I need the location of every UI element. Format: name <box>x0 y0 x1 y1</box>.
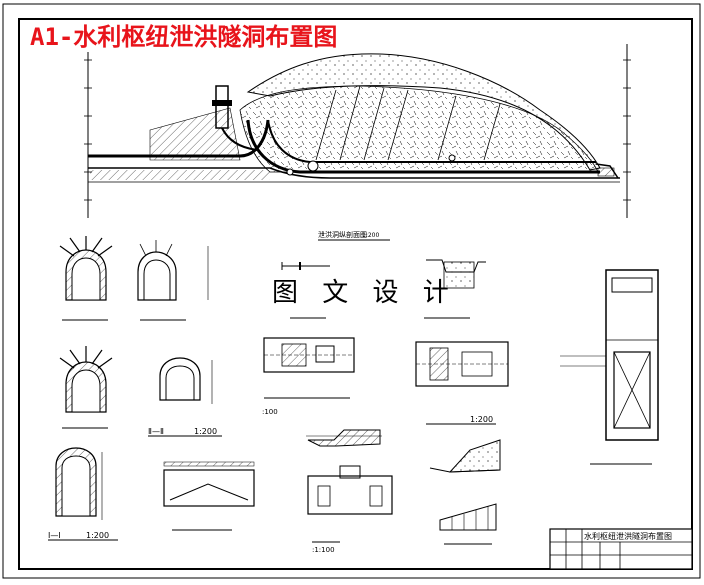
section-d: Ⅱ—Ⅱ 1:200 <box>148 357 222 437</box>
sheet-title: A1-水利枢纽泄洪隧洞布置图 <box>26 22 342 52</box>
outer-frame <box>2 3 701 579</box>
control-house-elevation: :1:100 <box>307 465 393 554</box>
outlet-profile-mid <box>306 429 382 447</box>
stilling-basin-scale: 1:200 <box>470 415 493 424</box>
gate-chamber-plan <box>263 337 355 399</box>
watermark-text: 图 文 设 计 <box>272 274 449 312</box>
gate-plan-scale: :100 <box>262 408 278 416</box>
section-b <box>137 240 209 321</box>
section-ii-scale: 1:200 <box>194 427 217 436</box>
longitudinal-profile: 泄洪洞纵剖面图 :1:200 <box>84 44 631 241</box>
svg-text:泄洪洞纵剖面图: 泄洪洞纵剖面图 <box>318 230 367 239</box>
control-house-scale: :1:100 <box>312 546 335 554</box>
section-a <box>59 236 113 321</box>
profile-scale: :1:200 <box>360 232 379 239</box>
section-i-label: Ⅰ—Ⅰ <box>48 531 61 540</box>
section-ii-label: Ⅱ—Ⅱ <box>148 427 164 436</box>
stilling-basin-plan: 1:200 <box>415 341 509 425</box>
culvert-section <box>163 461 255 531</box>
small-detail-top <box>281 262 330 319</box>
title-block-project: 水利枢纽泄洪隧洞布置图 <box>584 531 672 541</box>
tower-elevation <box>560 269 659 465</box>
section-c <box>59 346 113 429</box>
rock-profile <box>429 439 501 473</box>
stair-section <box>439 503 497 545</box>
title-block: 水利枢纽泄洪隧洞布置图 <box>549 528 693 570</box>
inner-frame <box>18 18 693 570</box>
section-i-scale: 1:200 <box>86 531 109 540</box>
section-i: Ⅰ—Ⅰ 1:200 <box>48 447 118 541</box>
outlet-detail <box>424 259 486 319</box>
